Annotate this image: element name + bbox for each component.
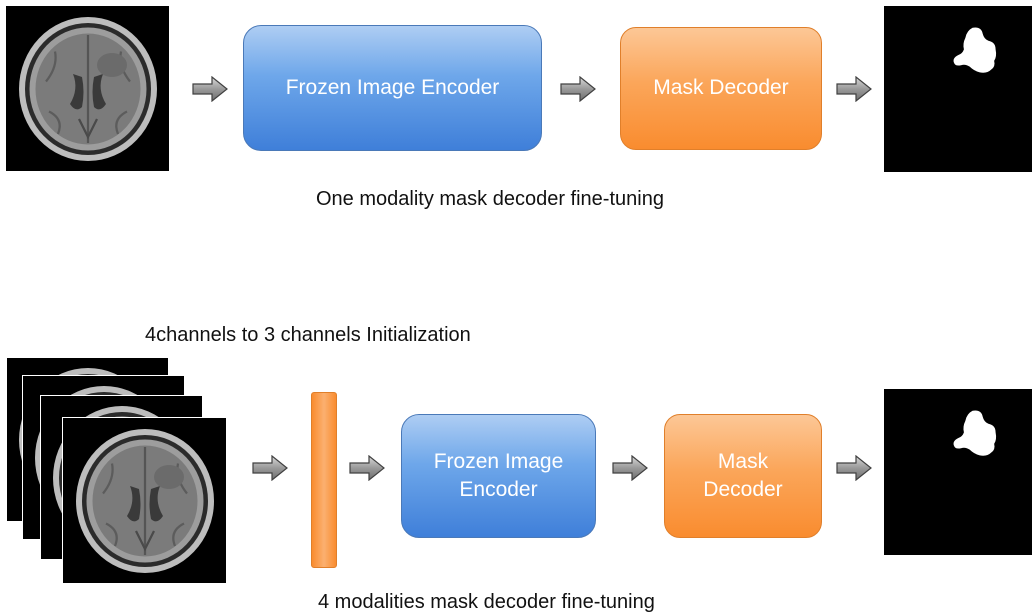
- channel-init-layer: [311, 392, 337, 568]
- right-arrow-icon: [560, 76, 596, 102]
- segmentation-mask-icon: [938, 405, 1010, 477]
- brain-mri-icon: [13, 13, 163, 165]
- decoder-label: Mask Decoder: [653, 76, 789, 100]
- mask-decoder-box: Mask Decoder: [664, 414, 822, 538]
- bottom-caption: 4 modalities mask decoder fine-tuning: [318, 591, 655, 613]
- output-mask-image: [884, 6, 1032, 172]
- output-mask-image: [884, 389, 1032, 555]
- right-arrow-icon: [349, 455, 385, 481]
- input-mri-stack-4: [62, 417, 227, 584]
- right-arrow-icon: [836, 76, 872, 102]
- mask-decoder-box: Mask Decoder: [620, 27, 822, 150]
- encoder-label-line2: Encoder: [459, 478, 538, 501]
- right-arrow-icon: [252, 455, 288, 481]
- frozen-image-encoder-box: Frozen Image Encoder: [401, 414, 596, 538]
- encoder-label-line1: Frozen Image: [433, 449, 564, 473]
- segmentation-mask-icon: [938, 22, 1010, 94]
- initialization-heading: 4channels to 3 channels Initialization: [145, 324, 471, 346]
- right-arrow-icon: [192, 76, 228, 102]
- encoder-label: Frozen Image Encoder: [285, 75, 500, 99]
- frozen-image-encoder-box: Frozen Image Encoder: [243, 25, 542, 151]
- brain-mri-icon: [70, 425, 220, 577]
- decoder-label-line2: Decoder: [703, 478, 783, 501]
- input-mri-image: [6, 6, 169, 171]
- right-arrow-icon: [836, 455, 872, 481]
- right-arrow-icon: [612, 455, 648, 481]
- decoder-label-line1: Mask: [717, 449, 769, 473]
- top-caption: One modality mask decoder fine-tuning: [316, 188, 664, 210]
